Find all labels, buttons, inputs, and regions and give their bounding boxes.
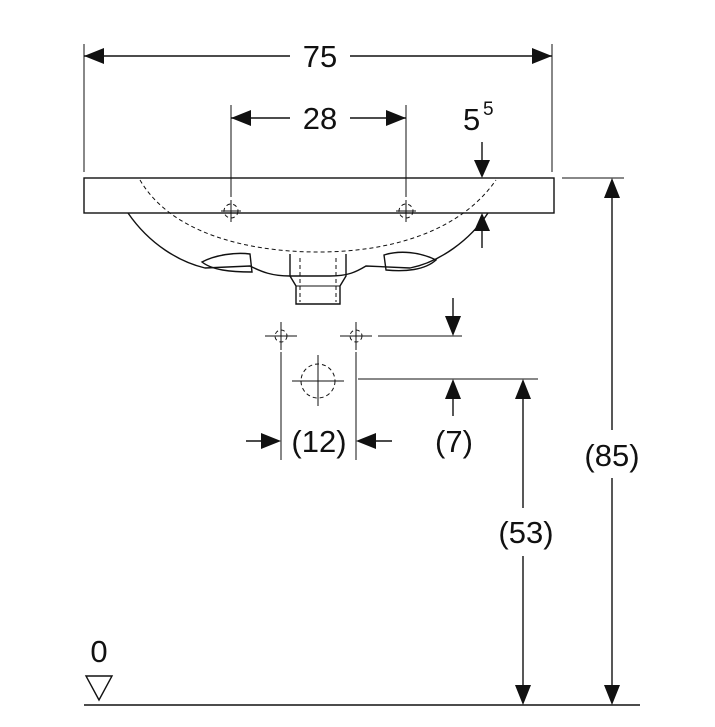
tap-hole-left [221,200,241,222]
floor-level-triangle-icon [84,675,114,702]
dimension-drain-height: (53) [498,379,554,705]
trap-connection [292,355,344,406]
basin-bowl [127,212,489,277]
label-drain-offset: (7) [435,424,473,459]
basin-top-slab [83,177,555,214]
tap-hole-right [396,200,416,222]
label-rim-thickness: 5 [463,102,480,137]
waste-connection-left [265,322,297,350]
floor-level-reference: 0 [84,634,640,706]
label-drain-height: (53) [498,515,553,550]
label-drain-spacing: (12) [291,424,346,459]
dimension-drain-offset: (7) [358,298,538,459]
basin-left-shell [200,252,253,273]
dimension-overall-width: 75 [83,39,553,172]
basin-inner-hidden-line [139,179,497,253]
basin-drain-outlet [289,254,347,305]
basin-overflow-hidden-line [299,258,337,302]
label-total-height: (85) [584,438,639,473]
dimension-rim-thickness: 5 5 [463,99,494,248]
label-tap-spacing: 28 [303,101,337,136]
dimension-drain-spacing: (12) [246,352,392,460]
waste-connection-right [340,322,372,350]
label-rim-thickness-superscript: 5 [483,99,494,120]
washbasin-outline [83,177,555,305]
label-floor-level: 0 [90,634,107,669]
label-overall-width: 75 [303,39,337,74]
dimension-tap-spacing: 28 [230,101,407,197]
basin-right-shell [383,251,438,272]
dimension-total-height: (85) [562,177,640,705]
